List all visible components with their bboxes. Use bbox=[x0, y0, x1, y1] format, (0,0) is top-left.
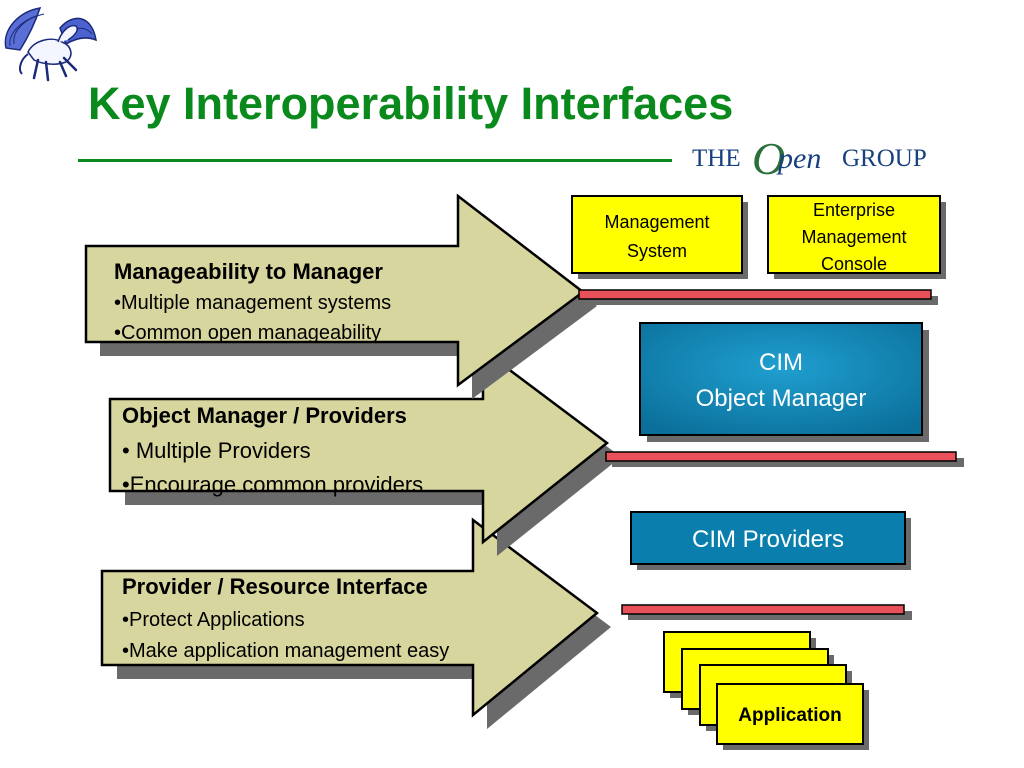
arrow-provider-resource bbox=[100, 517, 611, 729]
logo-the: THE bbox=[692, 145, 741, 172]
arrow-2-heading: Object Manager / Providers bbox=[122, 403, 407, 428]
arrow-1-bullet-2: •Common open manageability bbox=[114, 322, 381, 344]
open-group-logo: THE O pen GROUP bbox=[692, 132, 952, 184]
arrow-1-heading: Manageability to Manager bbox=[114, 259, 383, 284]
arrow-3-heading: Provider / Resource Interface bbox=[122, 574, 428, 599]
winged-horse-icon bbox=[4, 7, 97, 82]
cim-object-manager-line-2: Object Manager bbox=[696, 385, 867, 412]
interface-bar-resource bbox=[621, 604, 912, 620]
logo-group: GROUP bbox=[842, 145, 927, 172]
application-box-4: Application bbox=[716, 683, 869, 750]
management-system-line-2: System bbox=[627, 241, 687, 261]
arrow-1-bullet-1: •Multiple management systems bbox=[114, 292, 391, 314]
arrow-2-bullet-1: • Multiple Providers bbox=[122, 438, 311, 463]
arrow-2-bullet-2: •Encourage common providers bbox=[122, 472, 423, 497]
title-underline bbox=[78, 159, 672, 162]
arrow-3-bullet-2: •Make application management easy bbox=[122, 640, 449, 662]
arrow-manageability-manager bbox=[84, 193, 597, 399]
application-stack: Application bbox=[663, 631, 869, 750]
arrow-object-manager-providers bbox=[108, 347, 621, 556]
cim-providers-label: CIM Providers bbox=[692, 526, 844, 553]
enterprise-console-line-1: Enterprise bbox=[813, 200, 895, 220]
enterprise-console-line-2: Management bbox=[801, 227, 906, 247]
logo-o: O bbox=[752, 133, 786, 184]
application-label: Application bbox=[738, 705, 841, 726]
interface-bar-providers bbox=[605, 451, 964, 467]
cim-providers-box: CIM Providers bbox=[630, 511, 911, 570]
enterprise-console-box: Enterprise Management Console bbox=[767, 195, 946, 279]
enterprise-console-line-3: Console bbox=[821, 254, 887, 274]
arrow-3-bullet-1: •Protect Applications bbox=[122, 609, 305, 631]
logo-pen: pen bbox=[778, 142, 822, 175]
cim-object-manager-box: CIM Object Manager bbox=[639, 322, 929, 442]
page-title: Key Interoperability Interfaces bbox=[88, 78, 734, 129]
management-system-line-1: Management bbox=[604, 212, 709, 232]
cim-object-manager-line-1: CIM bbox=[759, 349, 803, 376]
interface-bar-manager bbox=[578, 289, 938, 305]
management-system-box: Management System bbox=[571, 195, 748, 279]
